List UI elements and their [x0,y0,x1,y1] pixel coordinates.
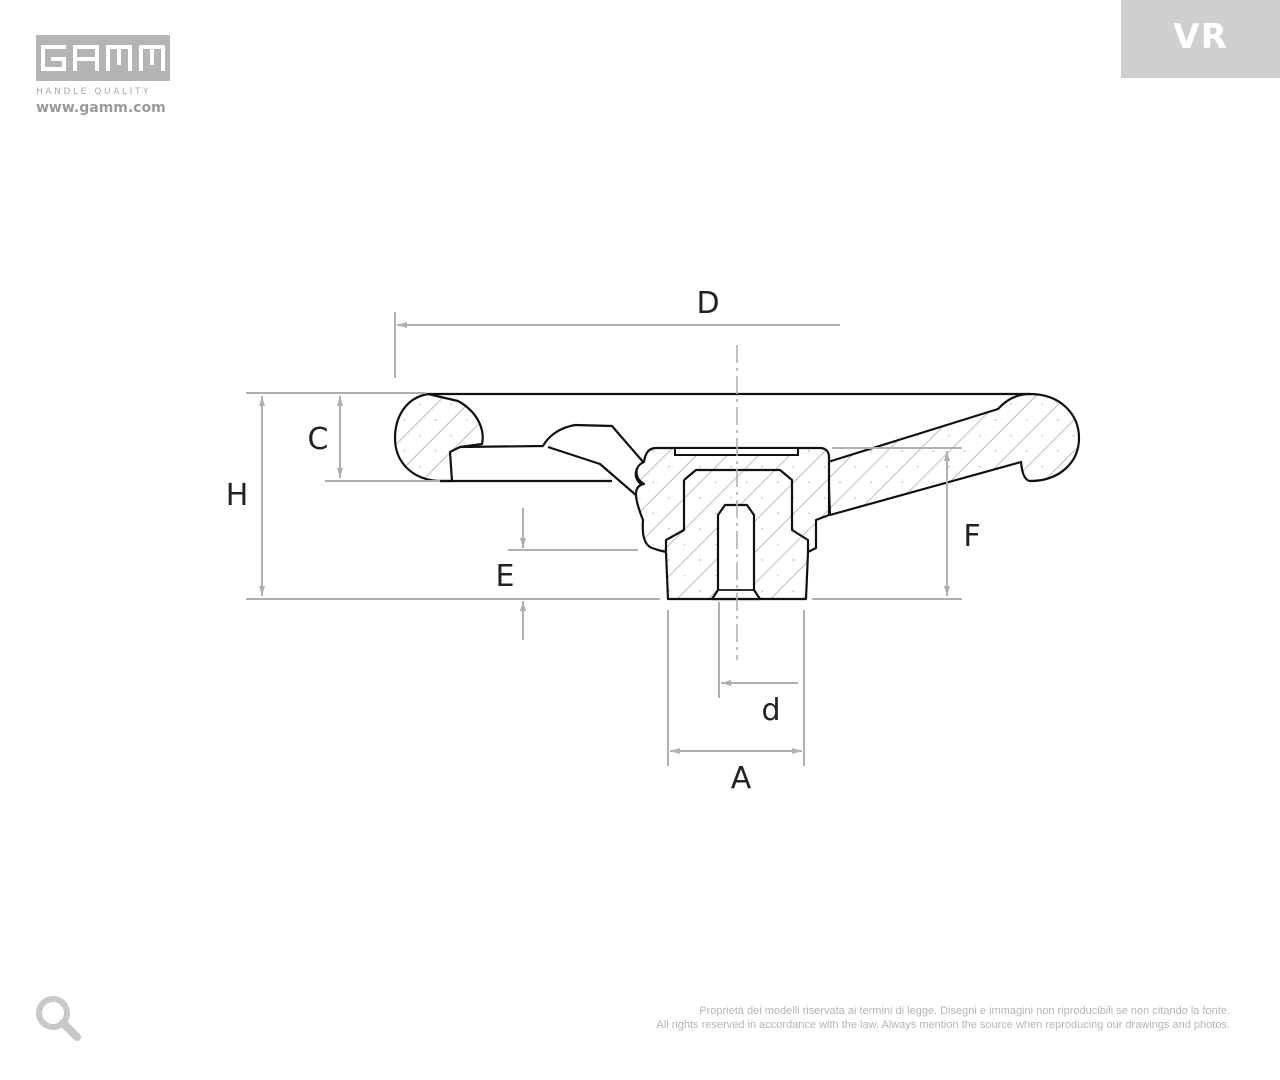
dimension-lines [246,312,962,766]
brand-tagline: HANDLE QUALITY [36,87,152,97]
dim-label-F: F [963,519,980,554]
axial-hole [710,503,762,601]
copyright-notice: Proprietà dei modelli riservata ai termi… [656,1004,1230,1032]
dim-label-d: d [761,693,780,728]
website-link[interactable]: www.gamm.com [36,100,166,116]
product-code-badge: VR [1121,0,1280,78]
copyright-english: All rights reserved in accordance with t… [656,1019,1230,1031]
gamm-logo [36,35,170,81]
right-rim-spoke-section [826,392,1081,517]
left-spoke [459,423,646,498]
dim-label-H: H [226,478,249,513]
copyright-italian: Proprietà dei modelli riservata ai termi… [699,1005,1230,1017]
dim-label-E: E [496,559,515,594]
zoom-button[interactable] [34,994,82,1042]
dim-label-C: C [308,422,329,457]
dim-label-D: D [696,286,719,321]
left-rim-section [393,392,484,483]
dim-label-A: A [731,761,752,796]
brand-logo[interactable]: HANDLE QUALITY www.gamm.com [36,35,170,116]
hub-inner-step [664,468,810,552]
magnifier-icon [36,996,81,1041]
handwheel-section [393,392,1081,601]
